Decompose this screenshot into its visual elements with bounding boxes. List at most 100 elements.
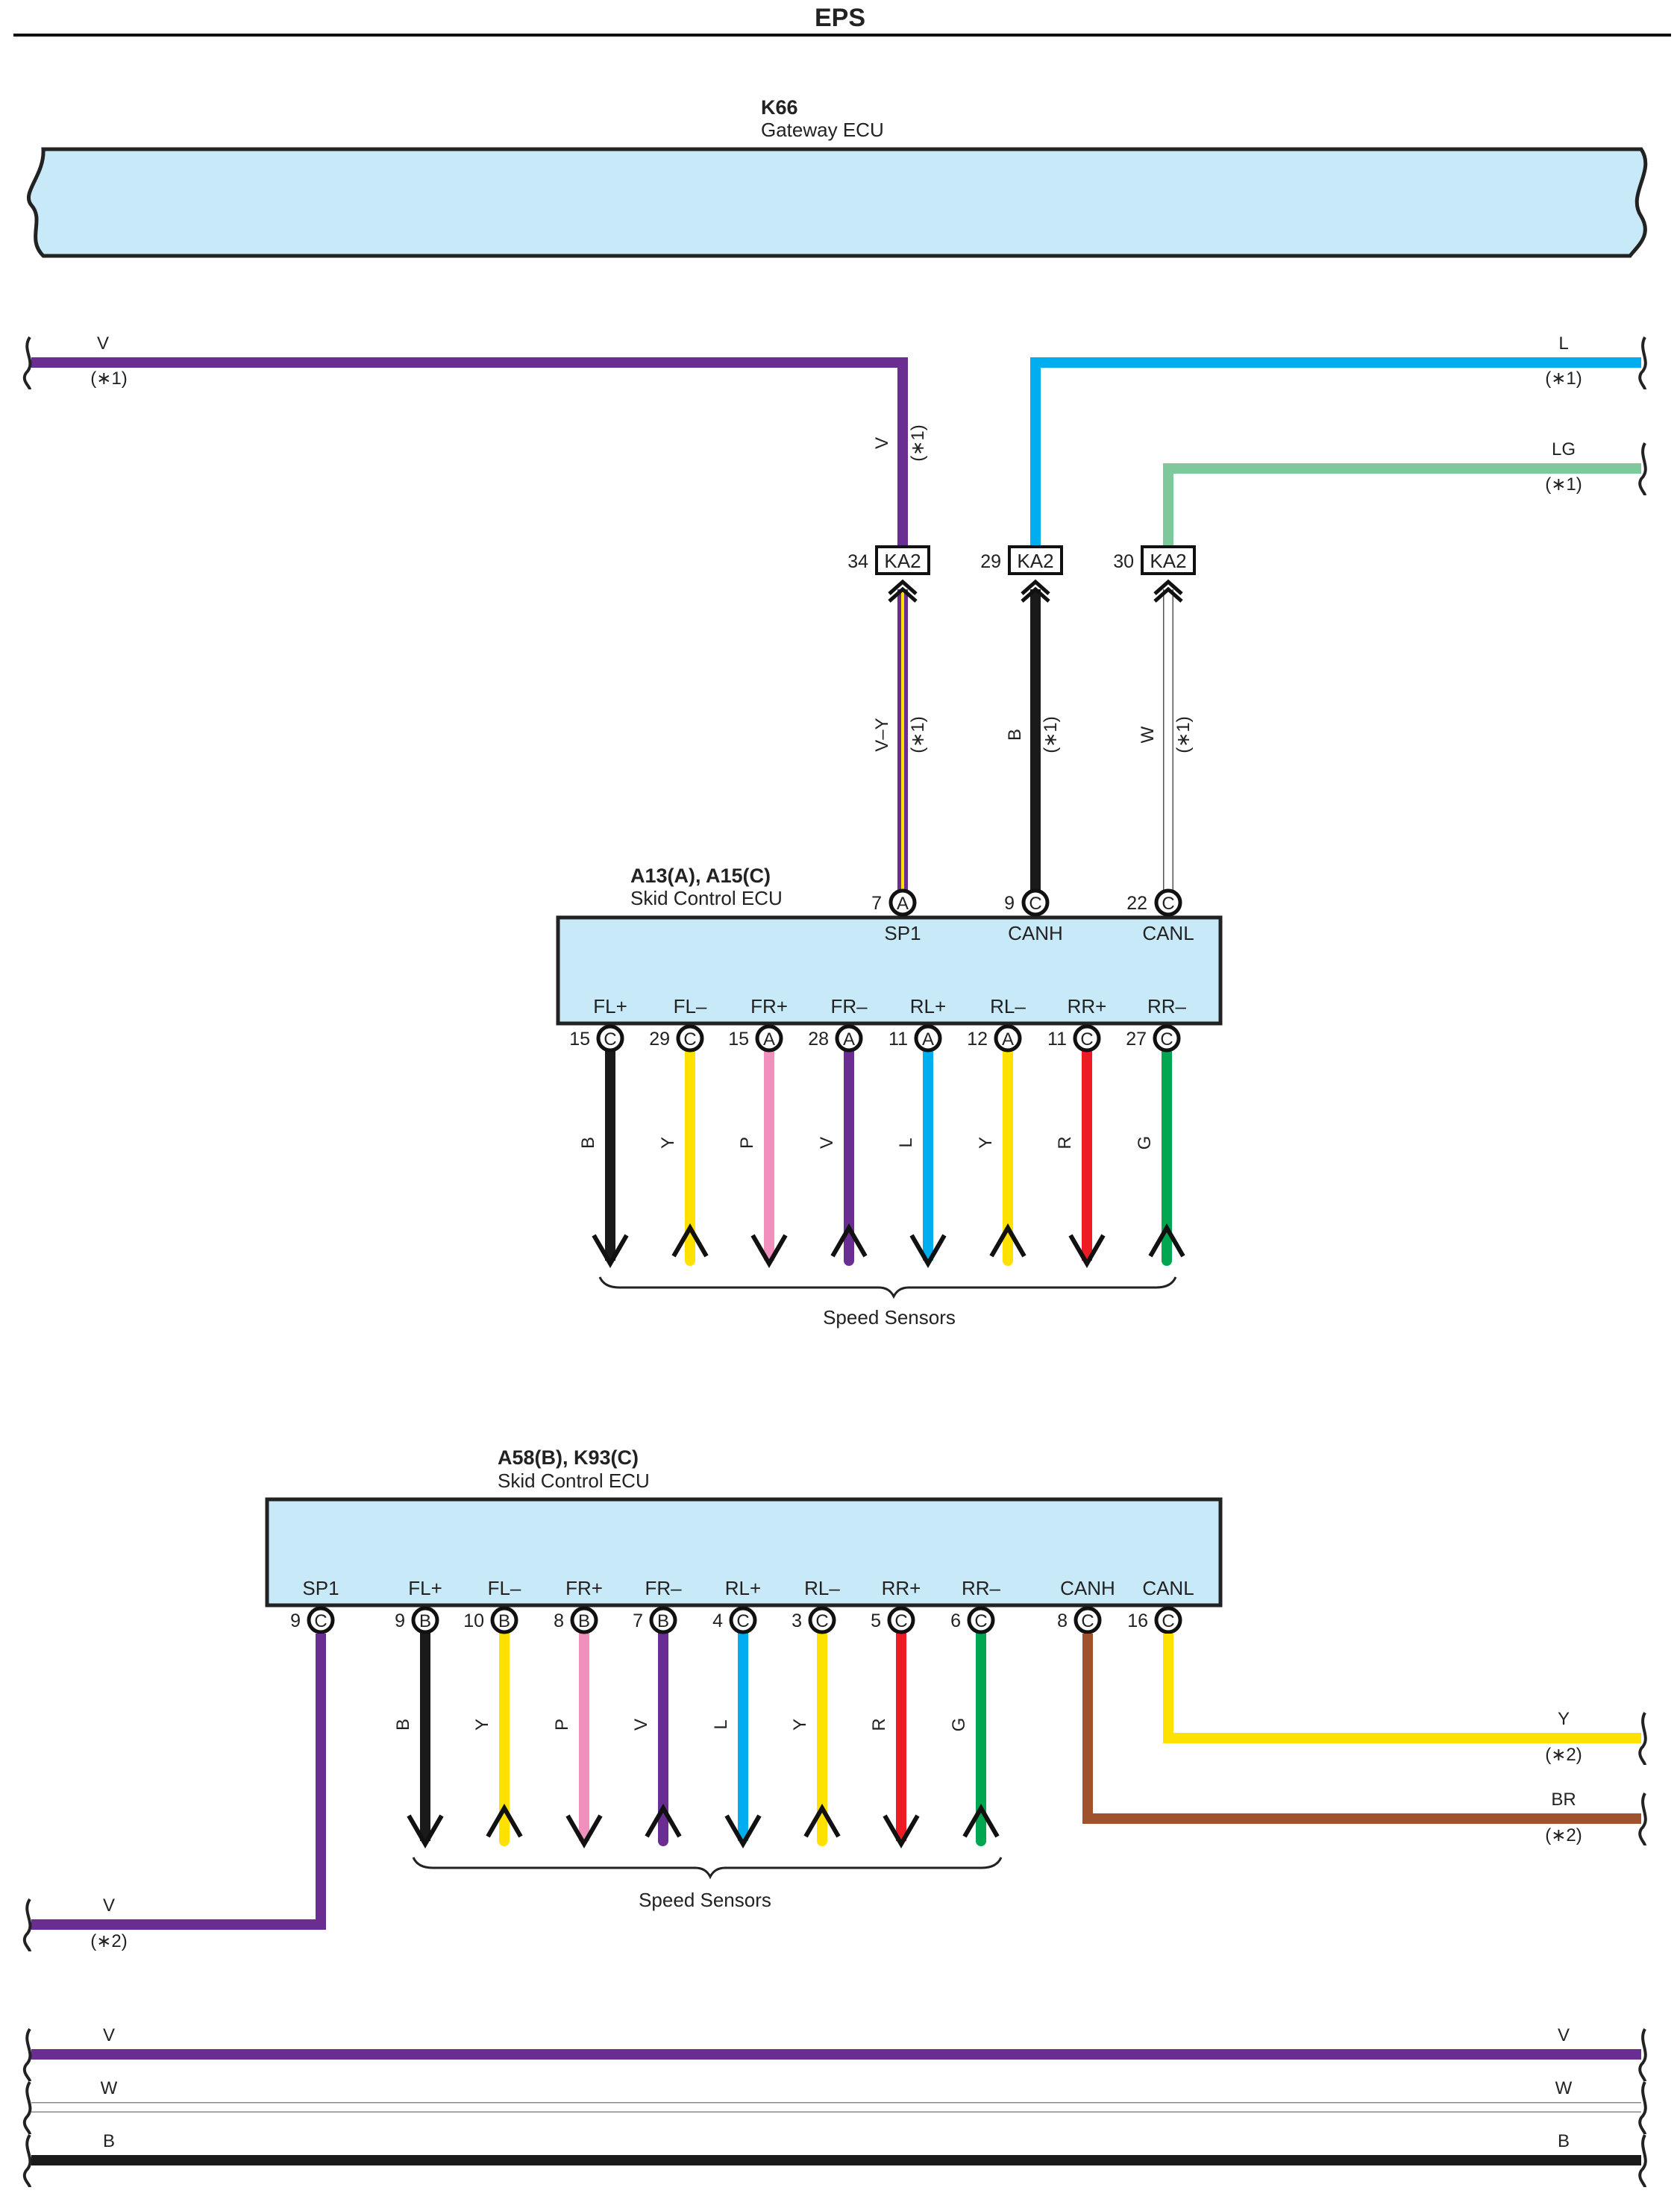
pin-label: RR– (1147, 995, 1187, 1017)
arrow-out-icon (724, 1814, 762, 1848)
note-ecu2-v: (∗2) (90, 1931, 127, 1951)
wire-label-v-vertical: V (872, 437, 892, 449)
pin-circle (808, 1606, 836, 1634)
pin-circle (1154, 1606, 1182, 1634)
arrow-in-icon (486, 1804, 523, 1838)
pin-letter: C (974, 1611, 987, 1631)
pin-number: 3 (792, 1610, 802, 1631)
pin-circle (1073, 1606, 1102, 1634)
ecu2-speed-sensors-brace (412, 1857, 1003, 1880)
bus-break-right-v (1638, 2028, 1647, 2082)
bus-label-right-w: W (1555, 2078, 1573, 2098)
pin-label: CANL (1142, 922, 1194, 944)
pin-letter: A (922, 1029, 934, 1050)
connector-name: KA2 (1150, 550, 1186, 572)
wire-l-right (1030, 357, 1641, 551)
ecu1-speed-sensors-brace (598, 1276, 1177, 1299)
wire-color-label: V (817, 1137, 837, 1149)
pin-number: 6 (950, 1610, 961, 1631)
pin-letter: C (604, 1029, 616, 1050)
note-v-vertical: (∗1) (908, 424, 928, 461)
wire-color-label: Y (976, 1137, 996, 1149)
gateway-ecu-code: K66 (761, 96, 798, 119)
arrow-out-icon (592, 1234, 629, 1268)
pin-label: RL– (990, 995, 1026, 1017)
bus-break-left-w (22, 2080, 32, 2135)
pin-label: RL– (804, 1577, 840, 1599)
pin-letter: B (578, 1611, 590, 1631)
note-lg-right: (∗1) (1545, 474, 1582, 495)
pin-label: FR– (830, 995, 868, 1017)
wire-break-left-v (22, 336, 32, 390)
arrow-in-icon (645, 1804, 682, 1838)
wire-label-w: W (1138, 726, 1158, 743)
connector-pin: 30 (1113, 551, 1134, 572)
pin-label: FR+ (565, 1577, 603, 1599)
gateway-ecu: K66 Gateway ECU (26, 96, 1648, 258)
pin-letter: A (1002, 1029, 1014, 1050)
pin-label: SP1 (884, 922, 921, 944)
pin-letter: C (1162, 1611, 1174, 1631)
pin-letter: B (657, 1611, 669, 1631)
arrow-in-icon (989, 1223, 1027, 1258)
wire-color-label: Y (658, 1137, 678, 1149)
pin-label: FL– (488, 1577, 521, 1599)
pin-circle (649, 1606, 677, 1634)
wire-break-ecu2-y (1638, 1712, 1647, 1766)
bus-label-left-w: W (101, 2078, 118, 2098)
arrow-out-icon (883, 1814, 920, 1848)
ecu1-pin-canh: C 9 CANH (1004, 888, 1063, 944)
bus-break-left-b (22, 2133, 32, 2188)
wire-label-vy: V–Y (872, 718, 892, 751)
pin-circle (411, 1606, 439, 1634)
wire-label-lg-right: LG (1552, 439, 1576, 460)
pin-number: 15 (569, 1029, 590, 1050)
arrow-out-icon (565, 1814, 603, 1848)
note-ecu2-br: (∗2) (1545, 1825, 1582, 1845)
bus-label-right-v: V (1558, 2025, 1570, 2045)
pin-number: 7 (633, 1610, 643, 1631)
wire-break-right-l (1638, 336, 1647, 390)
pin-number: 4 (712, 1610, 723, 1631)
ecu2-pins: C9SP1BB9FL+YB10FL–PB8FR+VB7FR–LC4RL+YC3R… (290, 1577, 1194, 1848)
wire-vy (888, 579, 918, 895)
bus-label-right-b: B (1558, 2131, 1570, 2151)
pin-number: 11 (1047, 1029, 1067, 1050)
wire-label-ecu2-v: V (103, 1895, 115, 1916)
ecu1-pin-canl: C 22 CANL (1126, 888, 1194, 944)
pin-letter: C (1080, 1029, 1093, 1050)
pin-circle (1153, 1024, 1181, 1053)
pin-circle (570, 1606, 598, 1634)
pin-number: 9 (395, 1610, 405, 1631)
pin-label: FL+ (408, 1577, 442, 1599)
pin-circle (307, 1606, 335, 1634)
pin-label: CANL (1142, 1577, 1194, 1599)
pin-letter: C (1160, 1029, 1173, 1050)
ecu2-code: A58(B), K93(C) (498, 1446, 639, 1469)
wire-color-label: P (737, 1137, 757, 1149)
wire-label-b: B (1005, 729, 1025, 741)
wire-label-l-right: L (1558, 333, 1568, 354)
gateway-ecu-name: Gateway ECU (761, 119, 884, 141)
pin-circle (596, 1024, 624, 1053)
ecu2-name: Skid Control ECU (498, 1470, 650, 1492)
wire-color-label: L (896, 1138, 916, 1147)
gateway-ecu-body (26, 147, 1648, 258)
page-title: EPS (815, 4, 865, 32)
ecu1-sensor-pins: C15FL+BC29FL–YA15FR+PA28FR–VA11RL+LA12RL… (569, 995, 1187, 1268)
pin-letter: C (314, 1611, 327, 1631)
pin-label: RL+ (910, 995, 946, 1017)
bus-break-left-v (22, 2027, 32, 2082)
pin-number: 9 (1004, 893, 1015, 914)
pin-letter: B (498, 1611, 510, 1631)
